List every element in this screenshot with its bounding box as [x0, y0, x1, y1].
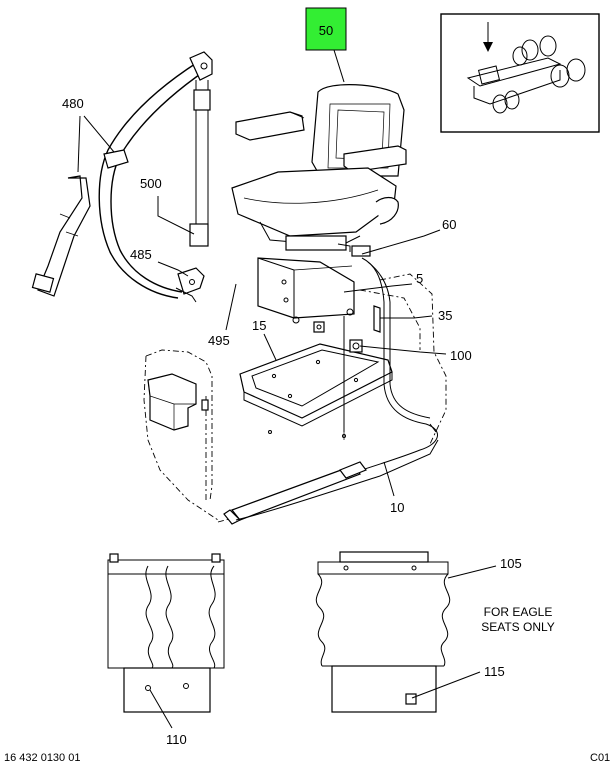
callout-100[interactable]: 100 — [450, 348, 472, 363]
cable-harness — [223, 257, 439, 525]
drawing-number: 16 432 0130 01 — [4, 752, 80, 761]
leader-lines — [77, 115, 447, 497]
callout-15[interactable]: 15 — [252, 318, 266, 333]
bellows-cover-110 — [107, 553, 225, 729]
callout-5[interactable]: 5 — [416, 271, 423, 286]
callout-115[interactable]: 115 — [484, 664, 505, 679]
cab-floor-outline — [143, 273, 447, 523]
callout-500[interactable]: 500 — [140, 176, 162, 191]
callout-495[interactable]: 495 — [208, 333, 230, 348]
seat-base — [257, 257, 355, 324]
callout-480[interactable]: 480 — [62, 96, 84, 111]
callout-50[interactable]: 50 — [319, 23, 333, 38]
callout-105[interactable]: 105 — [500, 556, 522, 571]
callout-485[interactable]: 485 — [130, 247, 152, 262]
callout-60[interactable]: 60 — [442, 217, 456, 232]
callout-35[interactable]: 35 — [438, 308, 452, 323]
callout-110[interactable]: 110 — [166, 732, 187, 747]
note-line-2: SEATS ONLY — [481, 620, 555, 634]
mount-hardware — [313, 305, 381, 432]
seat-assembly — [231, 84, 407, 257]
note-line-1: FOR EAGLE — [484, 605, 553, 619]
sheet-code: C01 — [590, 752, 610, 761]
floor-pad — [239, 343, 393, 427]
bellows-cover-105 — [315, 551, 497, 713]
callout-10[interactable]: 10 — [390, 500, 404, 515]
callout-50-highlight[interactable] — [305, 7, 347, 51]
inset-locator — [440, 13, 600, 133]
seat-belt-assembly — [31, 51, 213, 303]
